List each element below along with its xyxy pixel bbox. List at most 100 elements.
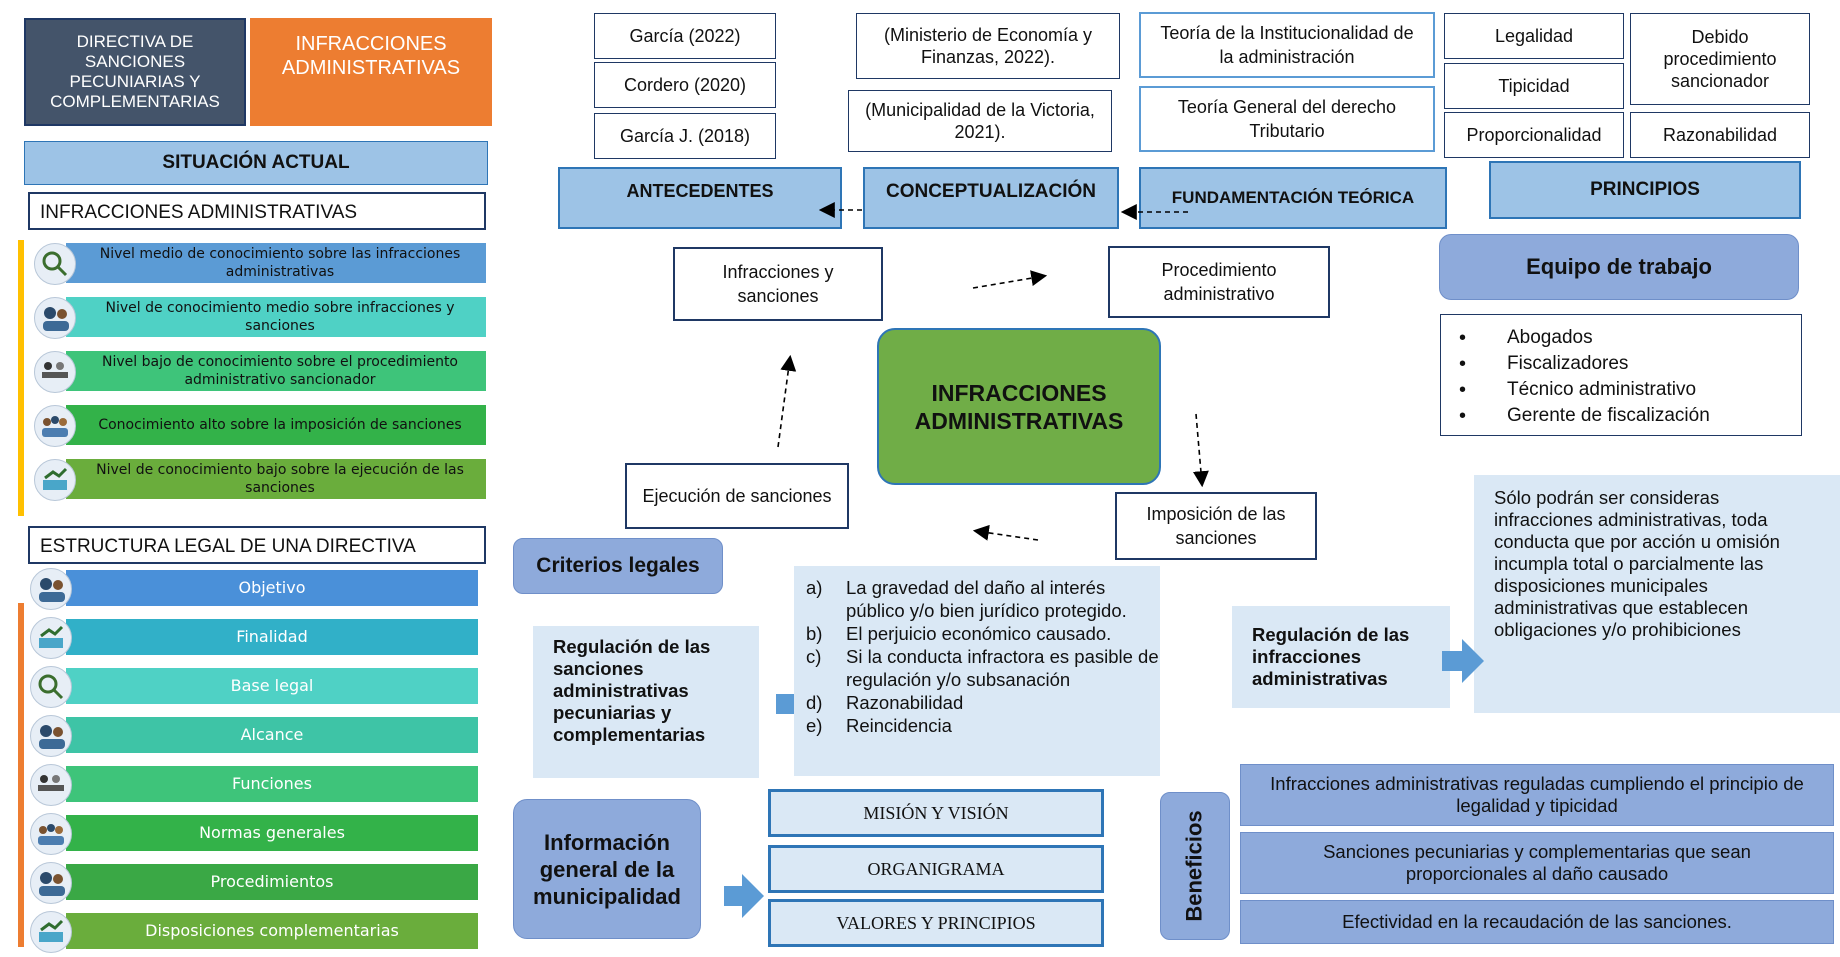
regulacion-sanciones-box: Regulación de las sanciones administrati…: [533, 626, 759, 778]
principio-debido-procedimiento: Debido procedimiento sancionador: [1630, 13, 1810, 105]
municipalidad-header: Información general de la municipalidad: [513, 799, 701, 939]
municipalidad-item-organigrama: ORGANIGRAMA: [768, 845, 1104, 893]
estructura-header-label: ESTRUCTURA LEGAL DE UNA DIRECTIVA: [40, 536, 416, 557]
situacion-accent-line: [18, 240, 24, 516]
regulacion-infracciones-text: Regulación de las infracciones administr…: [1252, 624, 1410, 689]
estructura-bar-label: Funciones: [232, 774, 312, 793]
concept-ref-2-text: (Municipalidad de la Victoria, 2021).: [865, 100, 1095, 142]
principio-razonabilidad-text: Razonabilidad: [1662, 124, 1778, 145]
criterios-header-label: Criterios legales: [536, 554, 700, 577]
criterio-item: d)Razonabilidad: [806, 692, 964, 713]
estructura-bar: Disposiciones complementarias: [66, 913, 478, 949]
estructura-accent-line: [18, 603, 24, 947]
situacion-bar-label: Conocimiento alto sobre la imposición de…: [98, 417, 462, 433]
equipo-member: Fiscalizadores: [1441, 351, 1801, 377]
municipalidad-item-valores: VALORES Y PRINCIPIOS: [768, 899, 1104, 947]
beneficios-label-box: Beneficios: [1160, 792, 1230, 940]
principio-legalidad-text: Legalidad: [1494, 25, 1574, 46]
estructura-bar: Finalidad: [66, 619, 478, 655]
cycle-node-procedimiento-text: Procedimiento administrativo: [1161, 260, 1277, 304]
magnifier-icon: [34, 243, 76, 285]
situacion-bar-label: Nivel bajo de conocimiento sobre el proc…: [102, 354, 458, 388]
principios-header: PRINCIPIOS: [1489, 161, 1801, 219]
people-icon: [34, 297, 76, 339]
group-icon: [30, 813, 72, 855]
people-icon: [30, 715, 72, 757]
situacion-subheader-label: INFRACCIONES ADMINISTRATIVAS: [40, 202, 358, 223]
directive-title-box: DIRECTIVA DE SANCIONES PECUNIARIAS Y COM…: [24, 18, 246, 126]
principio-proporcionalidad-text: Proporcionalidad: [1466, 124, 1602, 145]
equipo-list-box: Abogados Fiscalizadores Técnico administ…: [1440, 314, 1802, 436]
estructura-bar: Objetivo: [66, 570, 478, 606]
antecedentes-header-label: ANTECEDENTES: [626, 181, 774, 201]
beneficios-label: Beneficios: [1182, 810, 1208, 922]
equipo-list: Abogados Fiscalizadores Técnico administ…: [1441, 325, 1801, 429]
estructura-bar: Normas generales: [66, 815, 478, 851]
estructura-bar-label: Alcance: [240, 725, 304, 744]
municipalidad-item-mision: MISIÓN Y VISIÓN: [768, 789, 1104, 837]
principio-razonabilidad: Razonabilidad: [1630, 112, 1810, 158]
situacion-bar: Nivel bajo de conocimiento sobre el proc…: [66, 351, 486, 391]
antecedente-ref-1-text: García (2022): [629, 25, 741, 46]
municipalidad-header-label: Información general de la municipalidad: [533, 829, 681, 909]
estructura-bar: Alcance: [66, 717, 478, 753]
estructura-bar: Procedimientos: [66, 864, 478, 900]
equipo-member: Abogados: [1441, 325, 1801, 351]
estructura-bar-label: Finalidad: [236, 627, 308, 646]
infractions-title: INFRACCIONES ADMINISTRATIVAS: [281, 33, 461, 79]
antecedente-ref-1: García (2022): [594, 13, 776, 59]
regulacion-infracciones-box: Regulación de las infracciones administr…: [1232, 606, 1450, 708]
criterios-list-box: a)La gravedad del daño al interés públic…: [794, 566, 1160, 776]
people-icon: [30, 862, 72, 904]
arrow-imposicion-to-ejecucion: [972, 524, 1039, 541]
cycle-node-imposicion: Imposición de las sanciones: [1115, 492, 1317, 560]
arrow-ejecucion-to-infracciones: [777, 354, 797, 448]
conceptualizacion-header-label: CONCEPTUALIZACIÓN: [885, 181, 1097, 202]
cycle-node-ejecucion: Ejecución de sanciones: [625, 463, 849, 529]
equipo-member: Gerente de fiscalización: [1441, 403, 1801, 429]
concept-ref-1: (Ministerio de Economía y Finanzas, 2022…: [856, 13, 1120, 79]
arrow-center-to-imposicion: [1192, 413, 1209, 488]
estructura-bar: Funciones: [66, 766, 478, 802]
situacion-header-label: SITUACIÓN ACTUAL: [162, 152, 350, 173]
situacion-bar-label: Nivel de conocimiento bajo sobre la ejec…: [96, 462, 464, 496]
directive-title: DIRECTIVA DE SANCIONES PECUNIARIAS Y COM…: [50, 32, 220, 111]
antecedente-ref-2: Cordero (2020): [594, 62, 776, 108]
situacion-bar: Nivel de conocimiento bajo sobre la ejec…: [66, 459, 486, 499]
situacion-bar: Nivel de conocimiento medio sobre infrac…: [66, 297, 486, 337]
beneficio-item-1: Infracciones administrativas reguladas c…: [1240, 764, 1834, 826]
definicion-box: Sólo podrán ser consideras infracciones …: [1474, 475, 1840, 713]
criterio-item: e)Reincidencia: [806, 715, 952, 736]
estructura-bar-label: Disposiciones complementarias: [145, 921, 399, 940]
fundamentacion-header-label: FUNDAMENTACIÓN TEÓRICA: [1171, 188, 1415, 207]
concept-ref-1-text: (Ministerio de Economía y Finanzas, 2022…: [883, 25, 1093, 67]
principios-header-label: PRINCIPIOS: [1590, 179, 1700, 200]
estructura-bar: Base legal: [66, 668, 478, 704]
principio-tipicidad: Tipicidad: [1444, 63, 1624, 109]
fundamentacion-header: FUNDAMENTACIÓN TEÓRICA: [1139, 167, 1447, 229]
theory-1: Teoría de la Institucionalidad de la adm…: [1139, 12, 1435, 78]
equipo-header-label: Equipo de trabajo: [1526, 254, 1712, 279]
cycle-center: INFRACCIONES ADMINISTRATIVAS: [877, 328, 1161, 485]
cycle-node-imposicion-text: Imposición de las sanciones: [1146, 504, 1286, 548]
antecedente-ref-2-text: Cordero (2020): [623, 74, 747, 95]
cycle-node-infracciones-text: Infracciones y sanciones: [722, 262, 834, 306]
regulacion-sanciones-text: Regulación de las sanciones administrati…: [553, 636, 711, 745]
estructura-bar-label: Objetivo: [238, 578, 306, 597]
chart-icon: [30, 911, 72, 953]
conceptualizacion-header: CONCEPTUALIZACIÓN: [863, 167, 1119, 229]
people-icon: [30, 568, 72, 610]
antecedente-ref-3: García J. (2018): [594, 113, 776, 159]
cycle-center-text: INFRACCIONES ADMINISTRATIVAS: [914, 379, 1124, 434]
theory-2-text: Teoría General del derecho Tributario: [1177, 97, 1397, 141]
beneficio-item-3: Efectividad en la recaudación de las san…: [1240, 900, 1834, 944]
equipo-header: Equipo de trabajo: [1439, 234, 1799, 300]
beneficio-item-2: Sanciones pecuniarias y complementarias …: [1240, 832, 1834, 894]
principio-legalidad: Legalidad: [1444, 13, 1624, 59]
estructura-header: ESTRUCTURA LEGAL DE UNA DIRECTIVA: [28, 526, 486, 564]
estructura-bar-label: Base legal: [230, 676, 314, 695]
antecedente-ref-3-text: García J. (2018): [619, 125, 751, 146]
magnifier-icon: [30, 666, 72, 708]
arrow-municipalidad-to-items: [724, 874, 764, 918]
